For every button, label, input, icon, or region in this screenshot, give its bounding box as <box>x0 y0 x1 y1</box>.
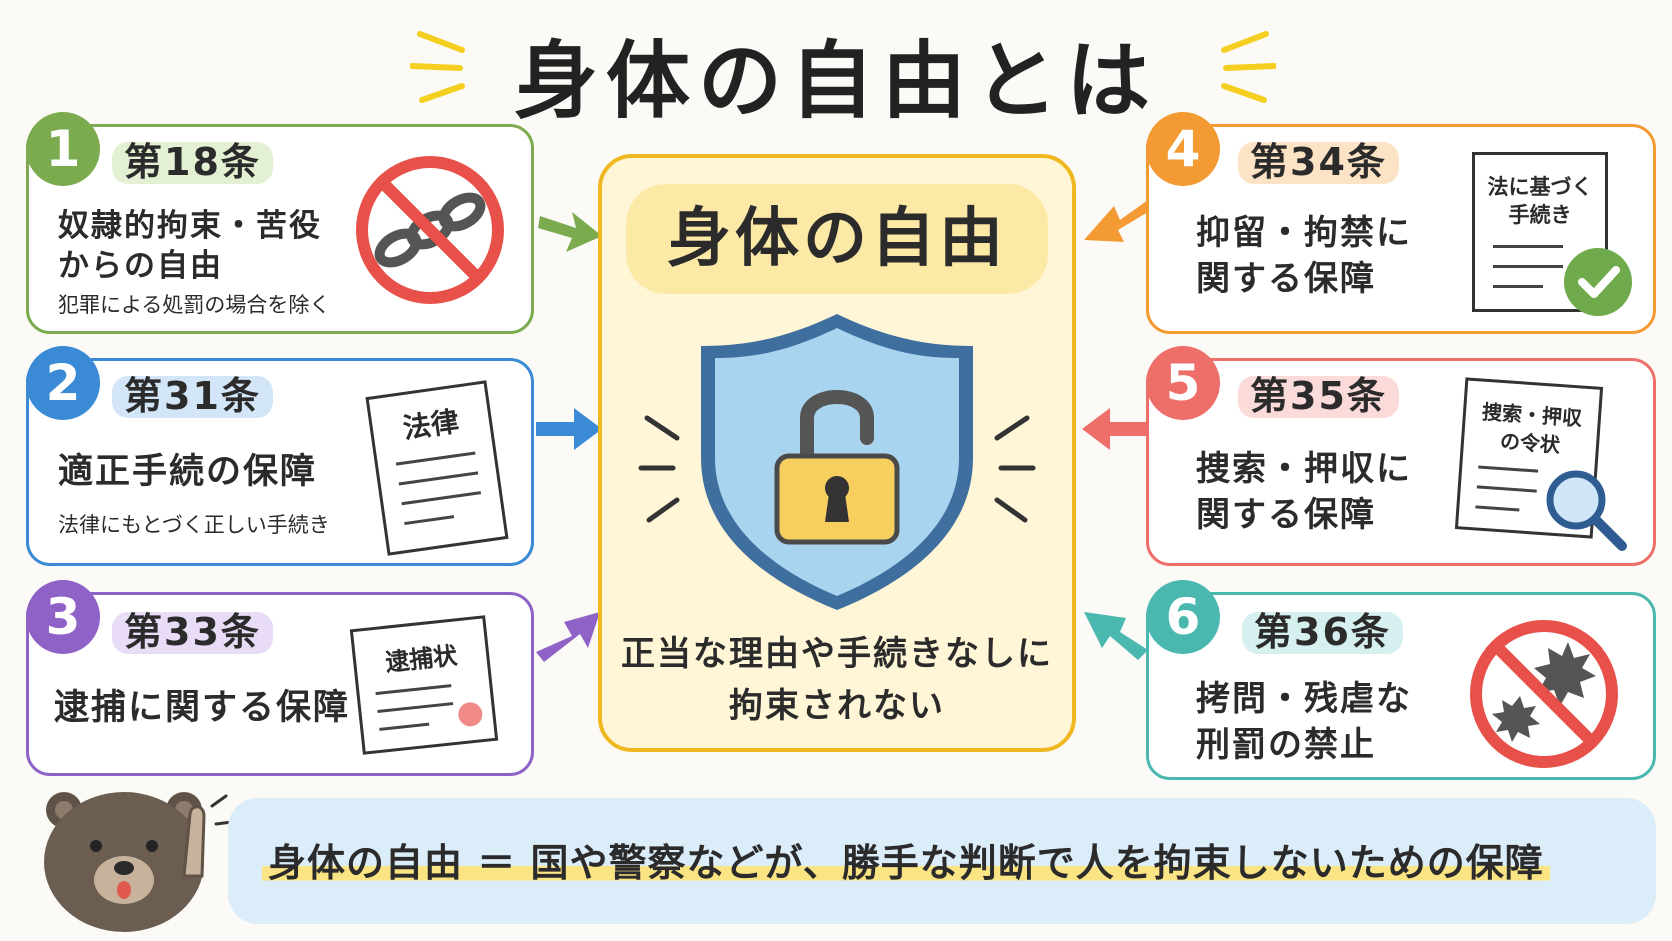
card-heading: 奴隷的拘束・苦役 <box>58 208 322 244</box>
card-note: 法律にもとづく正しい手続き <box>58 513 330 537</box>
badge-number-3: 3 <box>26 580 100 654</box>
card-note: 犯罪による処罰の場合を除く <box>58 293 331 317</box>
badge-number-1: 1 <box>26 112 100 186</box>
no-chains-icon <box>356 156 504 304</box>
center-panel: 身体の自由 正当な理由や手続きなしに 拘束されない <box>598 154 1076 752</box>
card-heading: 関する保障 <box>1196 495 1376 535</box>
card-heading: からの自由 <box>58 248 223 284</box>
article-label: 第35条 <box>1238 375 1399 418</box>
right-sparkle-icon <box>1221 31 1276 103</box>
shield-lock-icon <box>638 314 1036 610</box>
law-document-label: 法律 <box>400 404 461 446</box>
badge-number-4: 4 <box>1146 112 1220 186</box>
page-title: 身体の自由とは <box>513 32 1158 130</box>
law-document-icon: 法律 <box>365 380 509 556</box>
no-torture-icon <box>1470 620 1618 768</box>
left-sparkle-icon <box>410 31 465 103</box>
arrow-left-4 <box>1084 200 1148 242</box>
arrow-right-2 <box>536 408 602 450</box>
arrow-right-3 <box>536 612 600 662</box>
check-icon <box>1564 248 1632 316</box>
badge-number-6: 6 <box>1146 580 1220 654</box>
arrow-right-1 <box>538 212 602 252</box>
arrest-warrant-icon: 逮捕状 <box>349 615 499 755</box>
procedure-document-label: 手続き <box>1508 203 1572 227</box>
badge-number-2: 2 <box>26 346 100 420</box>
card-heading: 関する保障 <box>1196 259 1376 299</box>
summary-banner: 身体の自由 ＝ 国や警察などが、勝手な判断で人を拘束しないための保障 <box>228 798 1656 924</box>
article-label: 第33条 <box>112 611 273 654</box>
center-description-line1: 正当な理由や手続きなしに <box>621 634 1053 674</box>
arrest-warrant-label: 逮捕状 <box>384 641 459 677</box>
card-heading: 適正手続の保障 <box>58 452 318 492</box>
procedure-document-icon: 法に基づく 手続き <box>1472 152 1608 312</box>
article-label: 第31条 <box>112 375 273 418</box>
center-description: 正当な理由や手続きなしに 拘束されない <box>602 628 1072 732</box>
magnifier-icon <box>1546 470 1627 551</box>
procedure-document-label: 法に基づく <box>1487 175 1593 199</box>
article-label: 第36条 <box>1242 611 1403 654</box>
article-label: 第18条 <box>112 141 273 184</box>
badge-number-5: 5 <box>1146 346 1220 420</box>
card-heading: 逮捕に関する保障 <box>54 688 351 728</box>
card-heading: 刑罰の禁止 <box>1196 725 1376 765</box>
center-title: 身体の自由 <box>626 184 1048 294</box>
bear-mascot-icon <box>44 792 234 932</box>
arrow-left-6 <box>1084 612 1148 660</box>
center-description-line2: 拘束されない <box>729 686 945 726</box>
article-label: 第34条 <box>1238 141 1399 184</box>
card-heading: 拷問・残虐な <box>1196 679 1412 719</box>
arrow-left-5 <box>1082 408 1148 450</box>
summary-text: 身体の自由 ＝ 国や警察などが、勝手な判断で人を拘束しないための保障 <box>262 832 1550 887</box>
card-heading: 捜索・押収に <box>1196 449 1412 489</box>
card-heading: 抑留・拘禁に <box>1196 213 1412 253</box>
